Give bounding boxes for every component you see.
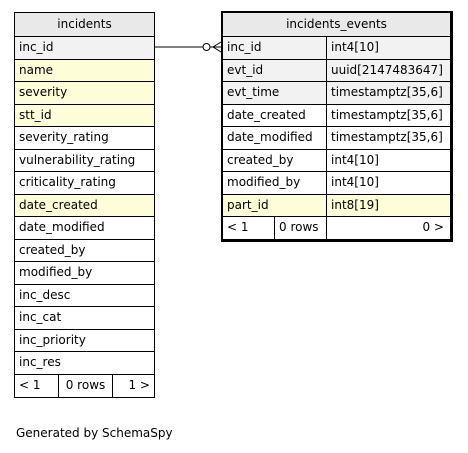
column-name: vulnerability_rating bbox=[19, 152, 136, 167]
table-footer: < 1 0 rows 0 > bbox=[223, 217, 450, 239]
table-row[interactable]: inc_res bbox=[15, 352, 154, 375]
column-name: date_created bbox=[19, 197, 98, 212]
column-name: evt_id bbox=[223, 59, 327, 81]
column-name: created_by bbox=[19, 242, 86, 257]
column-name: inc_priority bbox=[19, 332, 86, 347]
column-type: timestamptz[35,6] bbox=[331, 107, 443, 122]
generated-by-label: Generated by SchemaSpy bbox=[16, 426, 173, 440]
column-name: inc_cat bbox=[19, 310, 62, 324]
table-row[interactable]: date_created bbox=[15, 194, 154, 217]
table-row[interactable]: created_by bbox=[15, 239, 154, 262]
column-name: date_modified bbox=[223, 127, 327, 149]
table-title[interactable]: incidents bbox=[15, 13, 154, 37]
column-name: modified_by bbox=[19, 265, 93, 279]
table-row[interactable]: severity_rating bbox=[15, 127, 154, 150]
rows-count: 0 rows bbox=[59, 374, 113, 397]
table-row[interactable]: date_modified timestamptz[35,6] bbox=[223, 127, 450, 150]
table-row[interactable]: created_by int4[10] bbox=[223, 149, 450, 172]
table-row[interactable]: evt_id uuid[2147483647] bbox=[223, 59, 450, 82]
table-row[interactable]: criticality_rating bbox=[15, 172, 154, 195]
column-name: stt_id bbox=[19, 107, 52, 122]
parents-count[interactable]: < 1 bbox=[15, 374, 59, 397]
table-row[interactable]: evt_time timestamptz[35,6] bbox=[223, 82, 450, 105]
column-name: evt_time bbox=[223, 82, 327, 104]
table-row[interactable]: modified_by bbox=[15, 262, 154, 285]
table-row[interactable]: severity bbox=[15, 82, 154, 105]
table-row[interactable]: inc_cat bbox=[15, 307, 154, 330]
children-count[interactable]: 0 > bbox=[422, 220, 444, 234]
crows-foot-lower bbox=[212, 46, 222, 53]
table-title[interactable]: incidents_events bbox=[223, 13, 450, 37]
optional-circle-marker bbox=[202, 43, 211, 51]
table-row[interactable]: vulnerability_rating bbox=[15, 149, 154, 172]
column-type: int4[10] bbox=[331, 152, 379, 167]
column-name: part_id bbox=[223, 194, 327, 216]
column-name: severity_rating bbox=[19, 130, 109, 144]
column-type: timestamptz[35,6] bbox=[331, 85, 443, 99]
table-row[interactable]: date_modified bbox=[15, 217, 154, 240]
rows-count: 0 rows bbox=[275, 217, 327, 239]
column-type: uuid[2147483647] bbox=[331, 62, 443, 77]
column-name: criticality_rating bbox=[19, 175, 116, 189]
table-row[interactable]: stt_id bbox=[15, 104, 154, 127]
column-name: date_created bbox=[223, 104, 327, 126]
column-name: created_by bbox=[223, 149, 327, 171]
column-name: inc_id bbox=[19, 40, 54, 54]
table-row[interactable]: inc_desc bbox=[15, 284, 154, 307]
table-row[interactable]: date_created timestamptz[35,6] bbox=[223, 104, 450, 127]
parents-count[interactable]: < 1 bbox=[223, 217, 275, 239]
table-incidents-events[interactable]: incidents_events inc_id int4[10] evt_id uui… bbox=[221, 11, 453, 242]
table-row[interactable]: name bbox=[15, 59, 154, 82]
column-type: int4[10] bbox=[331, 175, 379, 189]
column-name: date_modified bbox=[19, 220, 105, 234]
column-name: inc_desc bbox=[19, 287, 71, 302]
table-row[interactable]: inc_id int4[10] bbox=[223, 37, 450, 60]
table-row[interactable]: modified_by int4[10] bbox=[223, 172, 450, 195]
crows-foot-upper bbox=[212, 41, 222, 48]
column-name: inc_res bbox=[19, 355, 61, 369]
column-type: int8[19] bbox=[331, 197, 379, 212]
table-footer: < 1 0 rows 1 > bbox=[15, 374, 154, 397]
column-type: int4[10] bbox=[331, 40, 379, 54]
column-type: timestamptz[35,6] bbox=[331, 130, 443, 144]
column-name: inc_id bbox=[223, 37, 327, 59]
table-row[interactable]: part_id int8[19] bbox=[223, 194, 450, 217]
children-count[interactable]: 1 > bbox=[128, 377, 150, 392]
table-row[interactable]: inc_priority bbox=[15, 329, 154, 352]
column-name: name bbox=[19, 62, 54, 77]
column-name: severity bbox=[19, 85, 68, 99]
column-name: modified_by bbox=[223, 172, 327, 194]
table-row[interactable]: inc_id bbox=[15, 37, 154, 60]
